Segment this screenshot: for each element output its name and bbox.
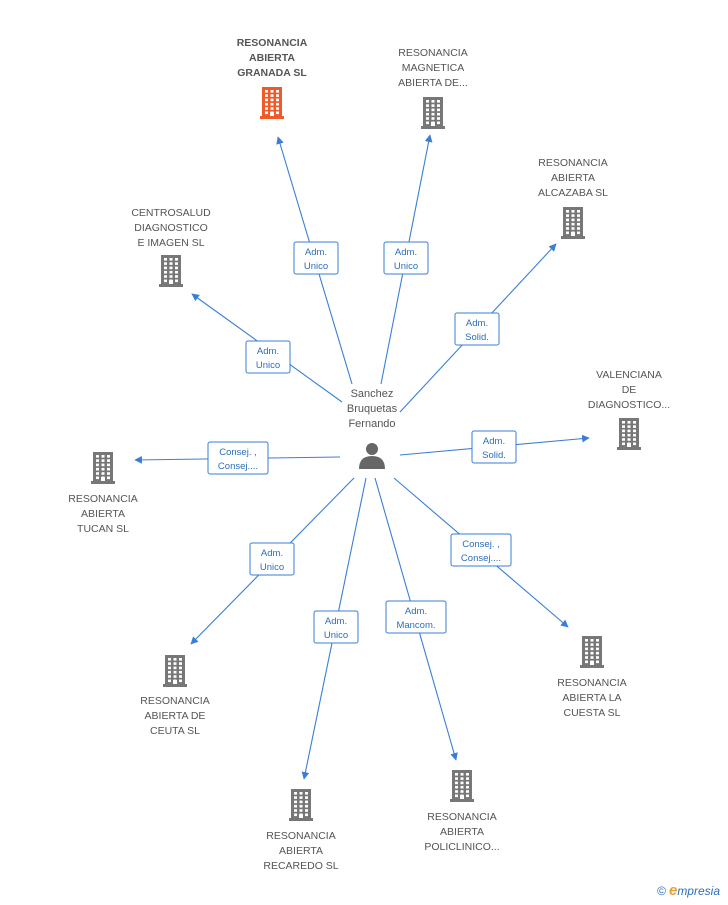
relation-text: Adm. bbox=[405, 606, 427, 617]
person-icon bbox=[359, 443, 385, 469]
building-icon[interactable] bbox=[163, 655, 187, 687]
relation-text: Adm. bbox=[483, 436, 505, 447]
company-name-line: CEUTA SL bbox=[150, 725, 200, 737]
relation-text: Unico bbox=[324, 630, 348, 641]
brand-logo-text: mpresia bbox=[677, 884, 720, 898]
relation-tag-cuesta[interactable]: Consej. , Consej.... bbox=[450, 533, 512, 567]
relation-tag-centrosalud[interactable]: Adm. Unico bbox=[245, 340, 291, 374]
company-name-line: ABIERTA bbox=[279, 845, 323, 857]
relation-tag-recaredo[interactable]: Adm. Unico bbox=[313, 610, 359, 644]
relation-text: Adm. bbox=[261, 548, 283, 559]
company-name-line: RESONANCIA bbox=[266, 830, 335, 842]
nodes-layer: RESONANCIA ABIERTA GRANADA SL RESONANCIA MAG… bbox=[68, 37, 670, 872]
relation-text: Consej.... bbox=[461, 553, 501, 564]
company-name-line: ABIERTA bbox=[81, 508, 125, 520]
company-node-cuesta[interactable]: RESONANCIA ABIERTA LA CUESTA SL bbox=[557, 677, 626, 719]
person-name-line: Fernando bbox=[348, 418, 395, 430]
empresia-brand[interactable]: ©empresia bbox=[657, 882, 720, 899]
relation-text: Unico bbox=[304, 261, 328, 272]
company-node-ceuta[interactable]: RESONANCIA ABIERTA DE CEUTA SL bbox=[140, 695, 209, 737]
building-icon[interactable] bbox=[260, 87, 284, 119]
relation-tag-valenciana[interactable]: Adm. Solid. bbox=[471, 430, 517, 464]
company-node-granada[interactable]: RESONANCIA ABIERTA GRANADA SL bbox=[237, 37, 308, 79]
building-icon[interactable] bbox=[159, 255, 183, 287]
building-icon[interactable] bbox=[617, 418, 641, 450]
brand-logo-e: e bbox=[668, 882, 678, 899]
relation-text: Consej. , bbox=[462, 539, 500, 550]
company-node-alcazaba[interactable]: RESONANCIA ABIERTA ALCAZABA SL bbox=[538, 157, 608, 199]
relation-tag-alcazaba[interactable]: Adm. Solid. bbox=[454, 312, 500, 346]
person-name-line: Sanchez bbox=[351, 388, 394, 400]
building-icon[interactable] bbox=[91, 452, 115, 484]
company-name-line: DIAGNOSTICO... bbox=[588, 399, 670, 411]
relation-text: Solid. bbox=[482, 450, 506, 461]
company-name-line: RESONANCIA bbox=[538, 157, 607, 169]
relation-text: Mancom. bbox=[396, 620, 435, 631]
company-name-line: VALENCIANA bbox=[596, 369, 662, 381]
building-icon[interactable] bbox=[421, 97, 445, 129]
company-name-line: ALCAZABA SL bbox=[538, 187, 608, 199]
relation-tag-ceuta[interactable]: Adm. Unico bbox=[249, 542, 295, 576]
company-node-recaredo[interactable]: RESONANCIA ABIERTA RECAREDO SL bbox=[263, 830, 338, 872]
company-name-line: RESONANCIA bbox=[68, 493, 137, 505]
building-icon[interactable] bbox=[561, 207, 585, 239]
relation-text: Adm. bbox=[466, 318, 488, 329]
company-name-line: ABIERTA DE... bbox=[398, 77, 468, 89]
copyright-symbol: © bbox=[657, 884, 666, 898]
company-name-line: POLICLINICO... bbox=[424, 841, 499, 853]
relation-text: Adm. bbox=[395, 247, 417, 258]
company-node-policlinico[interactable]: RESONANCIA ABIERTA POLICLINICO... bbox=[424, 811, 499, 853]
person-name-line: Bruquetas bbox=[347, 403, 398, 415]
company-name-line: TUCAN SL bbox=[77, 523, 129, 535]
company-name-line: E IMAGEN SL bbox=[137, 237, 204, 249]
company-name-line: CENTROSALUD bbox=[131, 207, 211, 219]
company-node-centrosalud[interactable]: CENTROSALUD DIAGNOSTICO E IMAGEN SL bbox=[131, 207, 211, 249]
company-name-line: MAGNETICA bbox=[402, 62, 464, 74]
relation-tag-tucan[interactable]: Consej. , Consej.... bbox=[207, 441, 269, 475]
relation-text: Adm. bbox=[325, 616, 347, 627]
company-name-line: GRANADA SL bbox=[237, 67, 307, 79]
relation-text: Unico bbox=[394, 261, 418, 272]
relation-tag-policlinico[interactable]: Adm. Mancom. bbox=[385, 600, 447, 634]
company-name-line: RECAREDO SL bbox=[263, 860, 338, 872]
company-name-line: RESONANCIA bbox=[427, 811, 496, 823]
edge-labels-layer: Adm.UnicoAdm.UnicoAdm.Solid.Adm.UnicoAdm… bbox=[207, 241, 517, 644]
building-icon[interactable] bbox=[289, 789, 313, 821]
company-name-line: CUESTA SL bbox=[564, 707, 621, 719]
company-node-tucan[interactable]: RESONANCIA ABIERTA TUCAN SL bbox=[68, 493, 137, 535]
company-name-line: DIAGNOSTICO bbox=[134, 222, 208, 234]
relation-text: Adm. bbox=[305, 247, 327, 258]
company-name-line: ABIERTA bbox=[551, 172, 595, 184]
company-name-line: RESONANCIA bbox=[237, 37, 308, 49]
company-name-line: RESONANCIA bbox=[557, 677, 626, 689]
company-name-line: RESONANCIA bbox=[140, 695, 209, 707]
relation-text: Consej. , bbox=[219, 447, 257, 458]
relation-text: Unico bbox=[260, 562, 284, 573]
relation-text: Consej.... bbox=[218, 461, 258, 472]
relation-text: Solid. bbox=[465, 332, 489, 343]
building-icon[interactable] bbox=[580, 636, 604, 668]
relation-text: Unico bbox=[256, 360, 280, 371]
relation-text: Adm. bbox=[257, 346, 279, 357]
company-node-valenciana[interactable]: VALENCIANA DE DIAGNOSTICO... bbox=[588, 369, 670, 411]
company-name-line: ABIERTA LA bbox=[562, 692, 621, 704]
company-name-line: RESONANCIA bbox=[398, 47, 467, 59]
company-name-line: ABIERTA bbox=[440, 826, 484, 838]
building-icon[interactable] bbox=[450, 770, 474, 802]
relation-tag-magnetica[interactable]: Adm. Unico bbox=[383, 241, 429, 275]
company-name-line: ABIERTA bbox=[249, 52, 295, 64]
company-name-line: DE bbox=[622, 384, 637, 396]
company-name-line: ABIERTA DE bbox=[145, 710, 206, 722]
relation-tag-granada[interactable]: Adm. Unico bbox=[293, 241, 339, 275]
company-node-magnetica[interactable]: RESONANCIA MAGNETICA ABIERTA DE... bbox=[398, 47, 468, 89]
